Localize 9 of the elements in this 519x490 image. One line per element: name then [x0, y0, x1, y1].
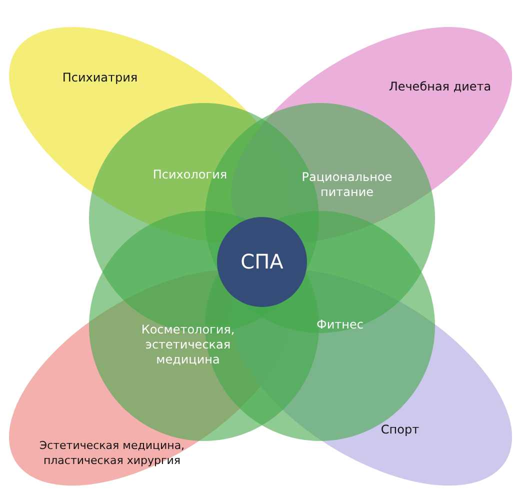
area-label: Психиатрия [61, 70, 139, 86]
area-label: Фитнес [316, 318, 364, 332]
area-label: Психология [152, 168, 228, 182]
area-label: Спорт [380, 422, 420, 438]
area-label: Косметология, эстетическая медицина [140, 322, 236, 368]
area-label: СПА [240, 254, 284, 270]
area-label: Лечебная диета [388, 79, 492, 94]
area-label: Рациональное питание [300, 170, 394, 200]
area-label: Эстетическая медицина, пластическая хирургия [38, 438, 186, 468]
